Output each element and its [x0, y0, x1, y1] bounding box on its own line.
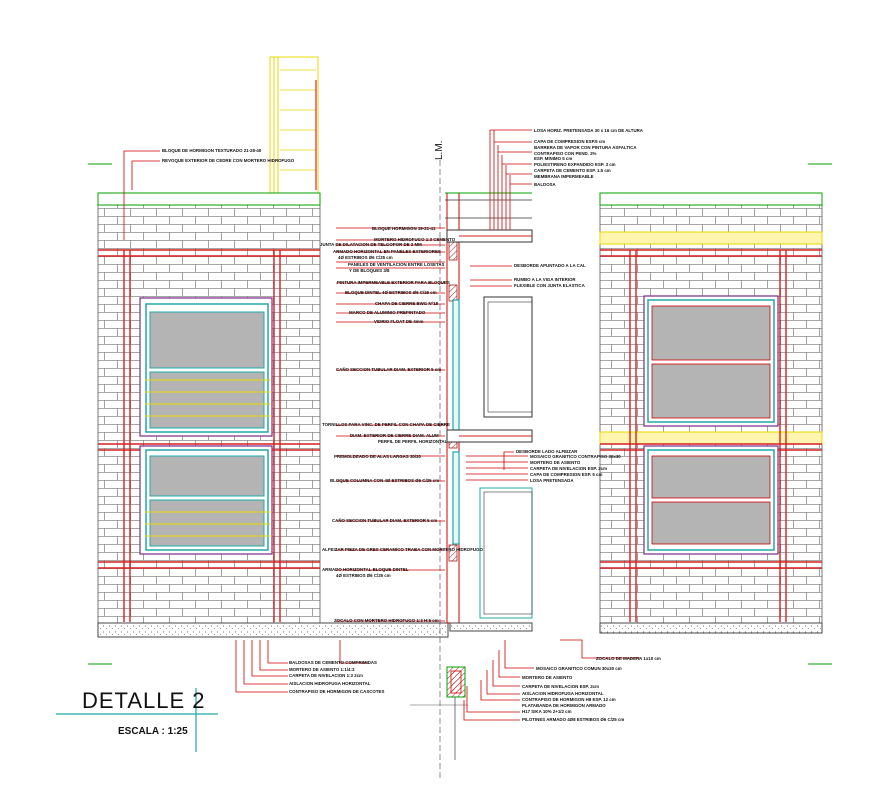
- label-left-4: JUNTA DE DILATACION DE TELGOPOR DE 2 MM: [320, 242, 422, 247]
- label-bottom-left-0: BALDOSAS DE CEMENTO COMPRIMIDAS: [289, 660, 377, 665]
- label-bottom-right-5: CONTRAPISO DE HORMIGON H8 ESP. 12 cm: [522, 697, 616, 702]
- label-left-11: CHAPA DE CIERRE BWG Nº18: [375, 301, 439, 306]
- label-bottom-right-8: PILOTINES ARMADO 4Ø8 ESTRIBOS Ø6 C/25 cm: [522, 717, 624, 722]
- label-top-right-10: RUMBO A LA VIGA INTERIOR: [514, 277, 576, 282]
- label-left-5: ARMADO HORIZONTAL EN PANELES EXTERIORES: [333, 249, 441, 254]
- label-left-1: REVOQUE EXTERIOR DE CEDRE CON MORTERO HI…: [162, 158, 295, 163]
- label-left-24: ZOCALO CON MORTERO HIDROFUGO 1:3 H:5 cm: [334, 618, 439, 623]
- label-bottom-right-1: MOSAICO GRANITICO COMUN 30x30 cm: [536, 666, 622, 671]
- label-bottom-right-0: ZOCALO DE MADERA 1x10 cm: [596, 656, 661, 661]
- label-left-16: DIAM. EXTERIOR DE CIERRE DIAM. ALUM: [350, 433, 439, 438]
- label-left-19: BLOQUE COLUMNA CON 4Ø ESTRIBOS Ø6 C/25 c…: [330, 478, 439, 483]
- label-top-right-4: ESP. MINIMO 5 cm: [534, 156, 572, 161]
- label-mid-right-0: DESBORDE LADO ALFEIZAR: [516, 449, 578, 454]
- label-mid-right-1: MOSAICO GRANITICO CONTRAPISO 30x30: [530, 454, 621, 459]
- label-left-15: TORNILLOS PARA VINC. DE PERFIL CON CHAPA…: [322, 422, 450, 427]
- label-left-12: MARCO DE ALUMINIO PREPINTADO: [349, 310, 426, 315]
- label-bottom-right-4: AISLACION HIDROFUGA HORIZONTAL: [522, 691, 604, 696]
- label-top-right-2: BARRERA DE VAPOR CON PINTURA ASFALTICA: [534, 145, 637, 150]
- label-bottom-left-2: CARPETA DE NIVELACION 1:3 2cm: [289, 673, 363, 678]
- right-elevation: [599, 163, 832, 665]
- window-upper-left: [139, 297, 273, 437]
- window-lower-right: [643, 445, 779, 555]
- label-bottom-right-2: MORTERO DE ASIENTO: [522, 675, 573, 680]
- label-left-21: ALFEIZAR PIEZA DE GRES CERAMICO TRABA CO…: [322, 547, 483, 552]
- label-top-right-11: FLEXIBLE CON JUNTA ELASTICA: [514, 283, 586, 288]
- label-top-right-0: LOSA HORIZ. PRETENSADA 30 x 16 cm DE ALT…: [534, 128, 644, 133]
- label-bottom-right-6: PLATABANDA DE HORMIGON ARMADO: [522, 703, 606, 708]
- label-left-2: BLOQUE HORMIGON 19-21-41: [372, 226, 436, 231]
- label-top-right-6: CARPETA DE CEMENTO ESP. 1.5 cm: [534, 168, 611, 173]
- label-bottom-right-7: H17 SIKA 10% 2+1/2 cm: [522, 709, 572, 714]
- label-left-20: CAÑO SECCION TUBULAR DIAM. EXTERIOR 5 cm: [332, 518, 437, 523]
- label-mid-right-5: LOSA PRETENSADA: [530, 478, 574, 483]
- label-bottom-right-3: CARPETA DE NIVELACION ESP. 2cm: [522, 684, 599, 689]
- label-left-0: BLOQUE DE HORMIGON TEXTURADO 21-28-40: [162, 148, 262, 153]
- label-mid-right-3: CARPETA DE NIVELACION ESP. 2cm: [530, 466, 607, 471]
- title-block: DETALLE 2 ESCALA : 1:25: [56, 688, 218, 752]
- label-left-23: 4Ø ESTRIBOS Ø6 C/25 cm: [336, 573, 391, 578]
- label-left-22: ARMADO HORIZONTAL BLOQUE DINTEL: [322, 567, 409, 572]
- window-lower-left: [139, 445, 273, 555]
- label-left-10: BLOQUE DINTEL 4Ø ESTRIBOS Ø6 C/25 cm: [345, 290, 437, 295]
- label-left-7: PANELES DE VENTILACION ENTRE LOSETAS: [348, 262, 445, 267]
- label-top-right-3: CONTRAPISO CON PEND. 2%: [534, 151, 597, 156]
- label-mid-right-2: MORTERO DE ASIENTO: [530, 460, 581, 465]
- tie-beams-left: [98, 249, 320, 622]
- wall-section: [410, 160, 533, 780]
- label-left-3: MORTERO HIDROFUGO 1:3 CEMENTO: [374, 237, 456, 242]
- label-mid-right-4: CAPA DE COMPRESION ESP. 5 cm: [530, 472, 602, 477]
- label-top-right-9: DESBORDE APUNTADO A LA CAL: [514, 263, 586, 268]
- label-bottom-left-1: MORTERO DE ASIENTO 1:1/4:3: [289, 667, 355, 672]
- label-left-9: PINTURA IMPERMEABLE EXTERIOR PARA BLOQUE…: [337, 280, 450, 285]
- drawing-scale: ESCALA : 1:25: [118, 726, 188, 737]
- ground-left: [97, 622, 449, 638]
- label-top-right-7: MEMBRANA IMPERMEABLE: [534, 174, 594, 179]
- label-top-right-5: POLIESTIRENO EXPANDIDO ESP. 3 cm: [534, 162, 616, 167]
- label-top-right-1: CAPA DE COMPRESION ESP.5 cm: [534, 139, 605, 144]
- label-bottom-left-4: CONTRAPISO DE HORMIGON DE CASCOTES: [289, 689, 384, 694]
- leader-lines: [123, 129, 640, 721]
- label-left-13: VIDRIO FLOAT DE 4mm: [374, 319, 424, 324]
- label-left-17: PERFIL DE PERFIL HORIZONTAL: [378, 439, 448, 444]
- axis-mark: L.M.: [434, 141, 445, 160]
- label-left-6: 4Ø ESTRIBOS Ø6 C/25 cm: [338, 255, 393, 260]
- annotations: BLOQUE DE HORMIGON TEXTURADO 21-28-40 RE…: [162, 128, 661, 722]
- left-elevation: [88, 56, 449, 665]
- label-left-18: PREMOLDEADO DE ALAS LARGAS 30/30: [334, 454, 421, 459]
- label-left-14: CAÑO SECCION TUBULAR DIAM. EXTERIOR 5 cm: [336, 367, 441, 372]
- label-top-right-8: BALDOSA: [534, 182, 557, 187]
- window-upper-right: [643, 295, 779, 427]
- label-left-8: Y DE BLOQUES 3/8: [349, 268, 390, 273]
- label-bottom-left-3: AISLACION HIDROFUGA HORIZONTAL: [289, 681, 371, 686]
- drawing-title: DETALLE 2: [82, 688, 206, 713]
- upper-parapet: [269, 56, 319, 194]
